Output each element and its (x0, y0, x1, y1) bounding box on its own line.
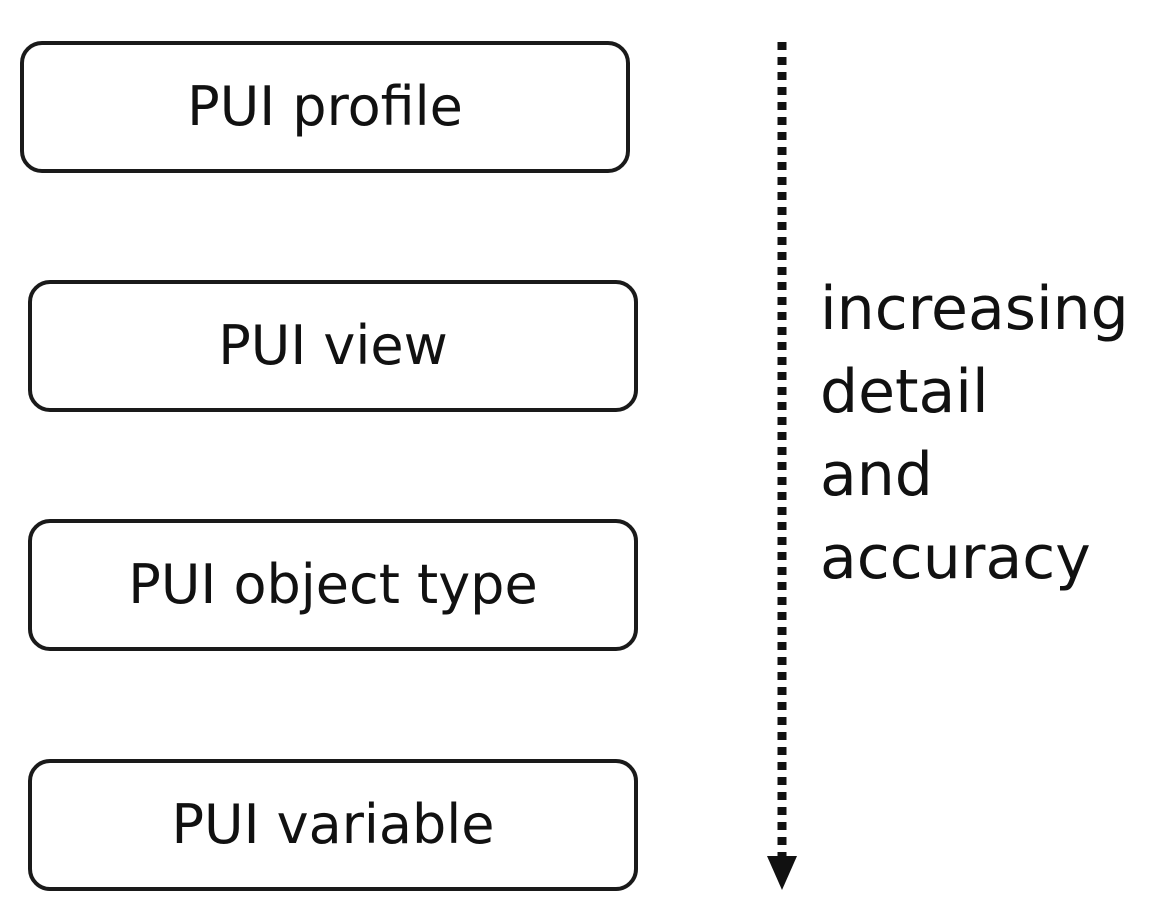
caption-line: accuracy (820, 523, 1091, 593)
caption-line: increasing (820, 274, 1129, 344)
box-label: PUI view (218, 314, 448, 377)
pui-variable-box: PUI variable (28, 759, 638, 891)
arrow-head (767, 856, 797, 890)
box-label: PUI profile (187, 75, 463, 138)
dotted-down-arrow-icon (767, 42, 797, 890)
caption-line: detail (820, 357, 989, 427)
pui-profile-box: PUI profile (20, 41, 630, 173)
caption-line: and (820, 440, 933, 510)
box-label: PUI variable (171, 793, 495, 856)
box-label: PUI object type (128, 553, 538, 616)
arrow-caption: increasing detail and accuracy (820, 268, 1150, 600)
pui-view-box: PUI view (28, 280, 638, 412)
pui-object-type-box: PUI object type (28, 519, 638, 651)
